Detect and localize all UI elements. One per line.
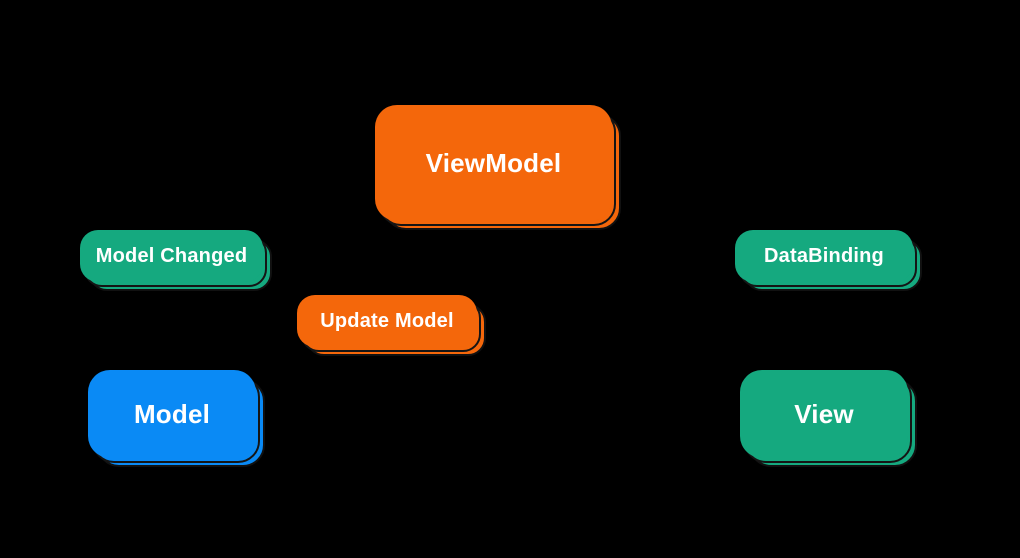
node-databinding-card: DataBinding bbox=[735, 230, 913, 282]
node-view-card: View bbox=[740, 370, 908, 458]
node-databinding-label: DataBinding bbox=[764, 244, 884, 267]
node-viewmodel[interactable]: ViewModel bbox=[375, 105, 621, 230]
node-update-model-label: Update Model bbox=[320, 309, 454, 332]
node-model-card: Model bbox=[88, 370, 256, 458]
node-model[interactable]: Model bbox=[88, 370, 265, 467]
node-view[interactable]: View bbox=[740, 370, 917, 467]
node-update-model[interactable]: Update Model bbox=[297, 295, 486, 356]
node-viewmodel-label: ViewModel bbox=[425, 147, 562, 178]
node-model-changed[interactable]: Model Changed bbox=[80, 230, 272, 291]
node-model-label: Model bbox=[133, 398, 211, 429]
node-viewmodel-card: ViewModel bbox=[375, 105, 612, 221]
node-databinding[interactable]: DataBinding bbox=[735, 230, 922, 291]
node-model-changed-card: Model Changed bbox=[80, 230, 263, 282]
node-view-label: View bbox=[794, 398, 854, 429]
node-update-model-card: Update Model bbox=[297, 295, 477, 347]
node-model-changed-label: Model Changed bbox=[95, 244, 248, 267]
